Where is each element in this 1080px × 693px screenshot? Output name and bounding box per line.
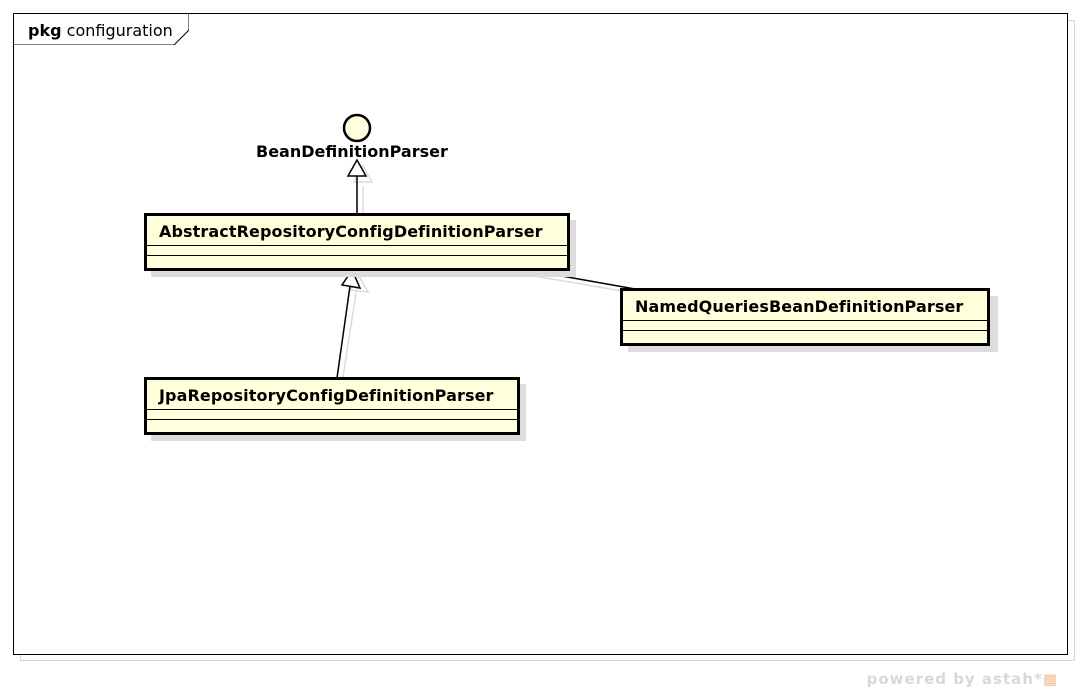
class-jpa-repository-config-definition-parser[interactable]: JpaRepositoryConfigDefinitionParser: [144, 377, 520, 435]
astah-logo-icon: ▦: [1042, 670, 1058, 688]
package-keyword: pkg: [28, 21, 62, 40]
attributes-separator: [147, 409, 517, 410]
footer-text: powered by astah*: [866, 670, 1043, 688]
class-abstract-repository-config-definition-parser[interactable]: AbstractRepositoryConfigDefinitionParser: [144, 213, 570, 271]
realization-arrowhead: [346, 158, 368, 177]
generalization-line: [336, 285, 351, 379]
package-tab: [13, 13, 189, 45]
interface-label: BeanDefinitionParser: [256, 142, 448, 161]
generalization-arrowhead: [340, 268, 362, 289]
class-name: JpaRepositoryConfigDefinitionParser: [159, 386, 494, 405]
class-name: NamedQueriesBeanDefinitionParser: [635, 297, 964, 316]
operations-separator: [147, 255, 567, 256]
attributes-separator: [623, 320, 987, 321]
package-name: configuration: [66, 21, 173, 40]
operations-separator: [147, 419, 517, 420]
attributes-separator: [147, 245, 567, 246]
operations-separator: [623, 330, 987, 331]
powered-by-footer: powered by astah*▦: [867, 670, 1058, 688]
class-named-queries-bean-definition-parser[interactable]: NamedQueriesBeanDefinitionParser: [620, 288, 990, 346]
interface-circle: [342, 113, 372, 143]
class-name: AbstractRepositoryConfigDefinitionParser: [159, 222, 543, 241]
package-title: pkg configuration: [28, 21, 173, 40]
